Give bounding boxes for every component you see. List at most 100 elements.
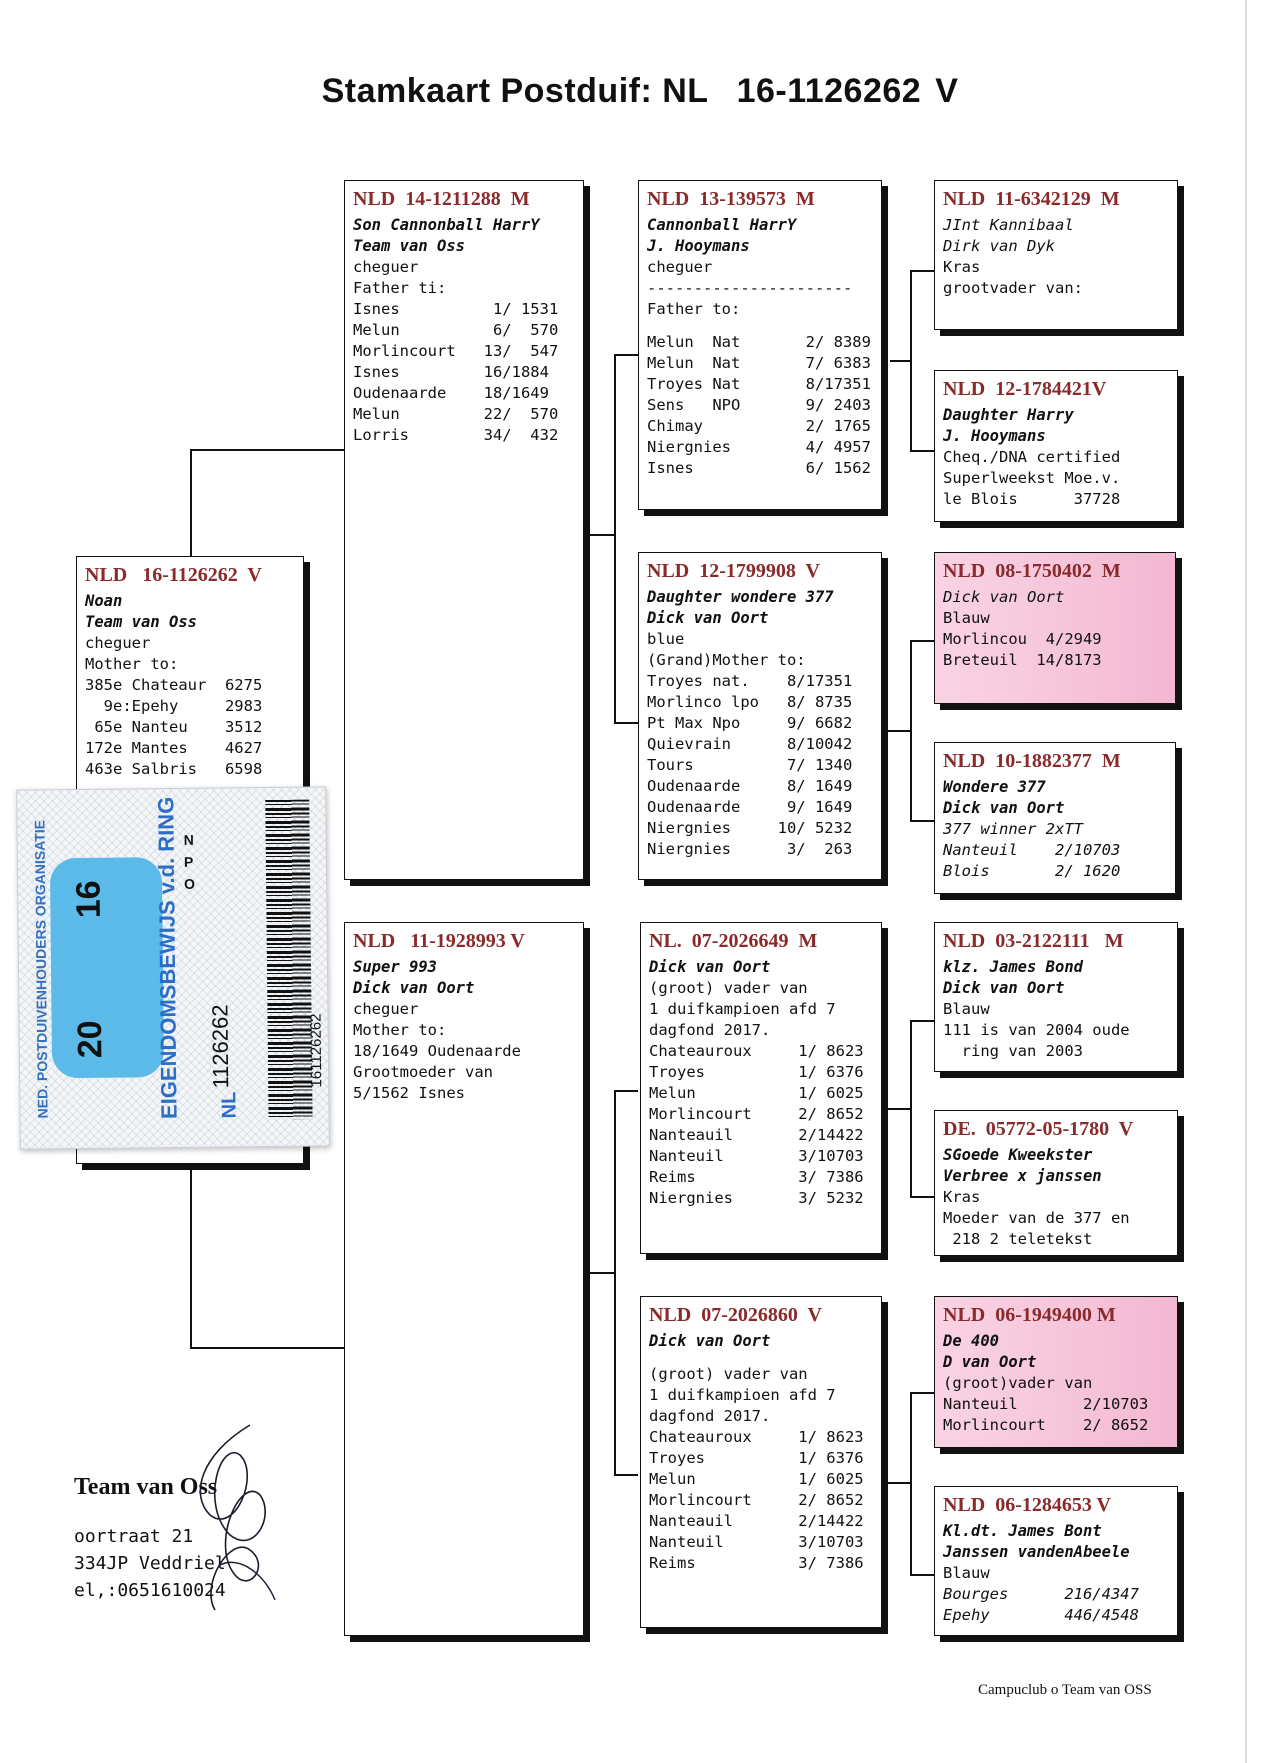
detail-line: cheguer xyxy=(85,634,151,652)
card-letter: P xyxy=(183,853,194,870)
detail-line: Lorris 34/ 432 xyxy=(353,426,559,444)
connector-line xyxy=(614,722,638,724)
detail-line: Super 993 xyxy=(353,958,437,976)
page-edge-line xyxy=(1245,0,1247,1763)
detail-line: 111 is van 2004 oude xyxy=(943,1021,1130,1039)
detail-line: Epehy 446/4548 xyxy=(943,1606,1139,1624)
detail-line: Kl.dt. James Bont xyxy=(943,1522,1102,1540)
detail-line: Dick van Oort xyxy=(353,979,475,997)
detail-line: Cheq./DNA certified xyxy=(943,448,1121,466)
detail-line: Chimay 2/ 1765 xyxy=(647,417,871,435)
detail-line: Kras xyxy=(943,258,981,276)
detail-line: Morlincourt 2/ 8652 xyxy=(943,1416,1149,1434)
detail-line: Kras xyxy=(943,1188,981,1206)
barcode xyxy=(265,799,313,1121)
ring-number: NL. 07-2026649 M xyxy=(649,930,818,952)
detail-line: Melun 1/ 6025 xyxy=(649,1084,864,1102)
connector-line xyxy=(590,534,616,536)
owner-address-line: oortraat 21 xyxy=(74,1526,194,1547)
connector-line xyxy=(910,450,934,452)
detail-line: Blois 2/ 1620 xyxy=(943,862,1121,880)
connector-line xyxy=(190,1347,344,1349)
connector-line xyxy=(910,640,934,642)
detail-line: Melun 6/ 570 xyxy=(353,321,559,339)
card-serial-number: 1126262 xyxy=(207,1004,234,1089)
card-ownership-text: EIGENDOMSBEWIJS v.d. RING xyxy=(153,796,182,1120)
spacer xyxy=(649,1352,873,1364)
detail-line: Dick van Oort xyxy=(649,958,771,976)
detail-line: 1 duifkampioen afd 7 xyxy=(649,1000,836,1018)
ring-number: NLD 06-1949400 M xyxy=(943,1304,1116,1326)
detail-line: (groot)vader van xyxy=(943,1374,1093,1392)
detail-line: Noan xyxy=(85,592,123,610)
connector-line xyxy=(614,1090,616,1476)
detail-line: Team van Oss xyxy=(85,613,197,631)
connector-line xyxy=(614,1474,638,1476)
handwritten-signature xyxy=(199,1424,276,1611)
detail-line: Niergnies 3/ 263 xyxy=(647,840,853,858)
card-letter: N xyxy=(183,831,194,848)
connector-line xyxy=(888,1108,912,1110)
detail-line: Melun Nat 2/ 8389 xyxy=(647,333,871,351)
connector-line xyxy=(614,354,616,724)
title-ring: 16-1126262 xyxy=(736,72,922,110)
ring-number: NLD 03-2122111 M xyxy=(943,930,1124,952)
detail-line: Chateauroux 1/ 8623 xyxy=(649,1428,864,1446)
card-year-part: 16 xyxy=(69,880,108,919)
detail-line: Niergnies 10/ 5232 xyxy=(647,819,853,837)
detail-line: Melun Nat 7/ 6383 xyxy=(647,354,871,372)
detail-line: Janssen vandenAbeele xyxy=(943,1543,1130,1561)
detail-line: Morlincourt 13/ 547 xyxy=(353,342,559,360)
detail-line: Team van Oss xyxy=(353,237,465,255)
detail-line: Nanteauil 2/14422 xyxy=(649,1126,864,1144)
ring-number: DE. 05772-05-1780 V xyxy=(943,1118,1134,1140)
detail-line: cheguer xyxy=(353,1000,419,1018)
detail-line: blue xyxy=(647,630,685,648)
detail-line: 172e Mantes 4627 xyxy=(85,739,263,757)
detail-line: le Blois 37728 xyxy=(943,490,1121,508)
title-prefix: Stamkaart Postduif: NL xyxy=(321,72,709,110)
detail-line: Moeder van de 377 en xyxy=(943,1209,1130,1227)
detail-line: Quievrain 8/10042 xyxy=(647,735,853,753)
ring-number: NLD 08-1750402 M xyxy=(943,560,1121,582)
ring-number: NLD 11-1928993 V xyxy=(353,930,525,952)
detail-line: Troyes nat. 8/17351 xyxy=(647,672,853,690)
detail-line: Bourges 216/4347 xyxy=(943,1585,1139,1603)
detail-line: 385e Chateaur 6275 xyxy=(85,676,263,694)
connector-line xyxy=(890,360,912,362)
connector-line xyxy=(910,1196,934,1198)
connector-line xyxy=(190,449,344,451)
card-npo-letters: N P O xyxy=(184,829,196,895)
detail-line: Blauw xyxy=(943,1000,990,1018)
detail-line: Son Cannonball HarrY xyxy=(353,216,540,234)
detail-line: Father to: xyxy=(647,300,741,318)
detail-line: (groot) vader van xyxy=(649,1365,808,1383)
owner-name: Team van Oss xyxy=(74,1474,218,1500)
detail-line: Morlinco lpo 8/ 8735 xyxy=(647,693,853,711)
detail-line: Daughter Harry xyxy=(943,406,1074,424)
detail-line: ring van 2003 xyxy=(943,1042,1083,1060)
grandparent-box: NL. 07-2026649 M Dick van Oort(groot) va… xyxy=(640,922,882,1254)
owner-address-line: 334JP Veddriel xyxy=(74,1553,226,1574)
detail-line: 463e Salbris 6598 xyxy=(85,760,263,778)
card-letter: O xyxy=(184,875,196,892)
detail-line: Chateauroux 1/ 8623 xyxy=(649,1042,864,1060)
detail-line: Melun 22/ 570 xyxy=(353,405,559,423)
connector-line xyxy=(910,1574,934,1576)
detail-line: Oudenaarde 18/1649 xyxy=(353,384,549,402)
detail-line: Isnes 6/ 1562 xyxy=(647,459,871,477)
detail-line: grootvader van: xyxy=(943,279,1083,297)
